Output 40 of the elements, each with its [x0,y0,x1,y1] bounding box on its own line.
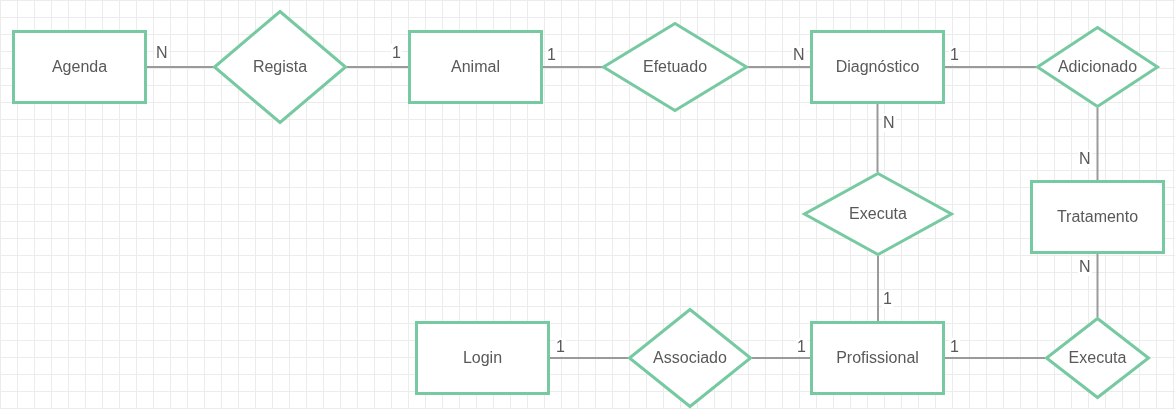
node-label: Executa [1068,349,1127,367]
connector-line [542,66,603,68]
node-label: Profissional [836,349,919,367]
node-label: Adicionado [1057,58,1138,76]
cardinality-label: N [792,46,806,64]
entity-box [415,321,550,395]
cardinality-label: N [1078,150,1092,168]
node-label: Regista [252,58,308,76]
node-label: Agenda [51,58,108,76]
connector-line [747,66,811,68]
cardinality-label: N [1078,258,1092,276]
entity-box [12,30,147,104]
entity-box [810,321,945,395]
connector-line [1096,107,1099,181]
connector-line [944,66,1037,68]
node-label: Associado [653,349,727,367]
connector-line [944,357,1046,359]
entity-box [1030,180,1165,254]
entity-box [408,30,543,104]
connector-line [146,66,214,68]
cardinality-label: N [882,114,896,132]
cardinality-label: 1 [796,338,807,356]
connector-line [346,66,409,68]
entity-box [810,30,945,104]
cardinality-label: 1 [555,338,566,356]
node-label: Login [462,349,503,367]
node-label: Animal [451,58,500,76]
cardinality-label: 1 [882,290,893,308]
node-label: Executa [849,205,907,223]
connector-line [876,103,879,173]
node-label: Efetuado [642,58,708,76]
connector-line [549,357,629,359]
cardinality-label: 1 [949,338,960,356]
cardinality-label: 1 [949,46,960,64]
node-label: Diagnóstico [835,58,920,76]
cardinality-label: 1 [391,44,402,62]
connector-line [751,357,811,359]
connector-line [1096,253,1099,318]
node-label: Tratamento [1056,208,1139,226]
connector-line [877,255,879,322]
